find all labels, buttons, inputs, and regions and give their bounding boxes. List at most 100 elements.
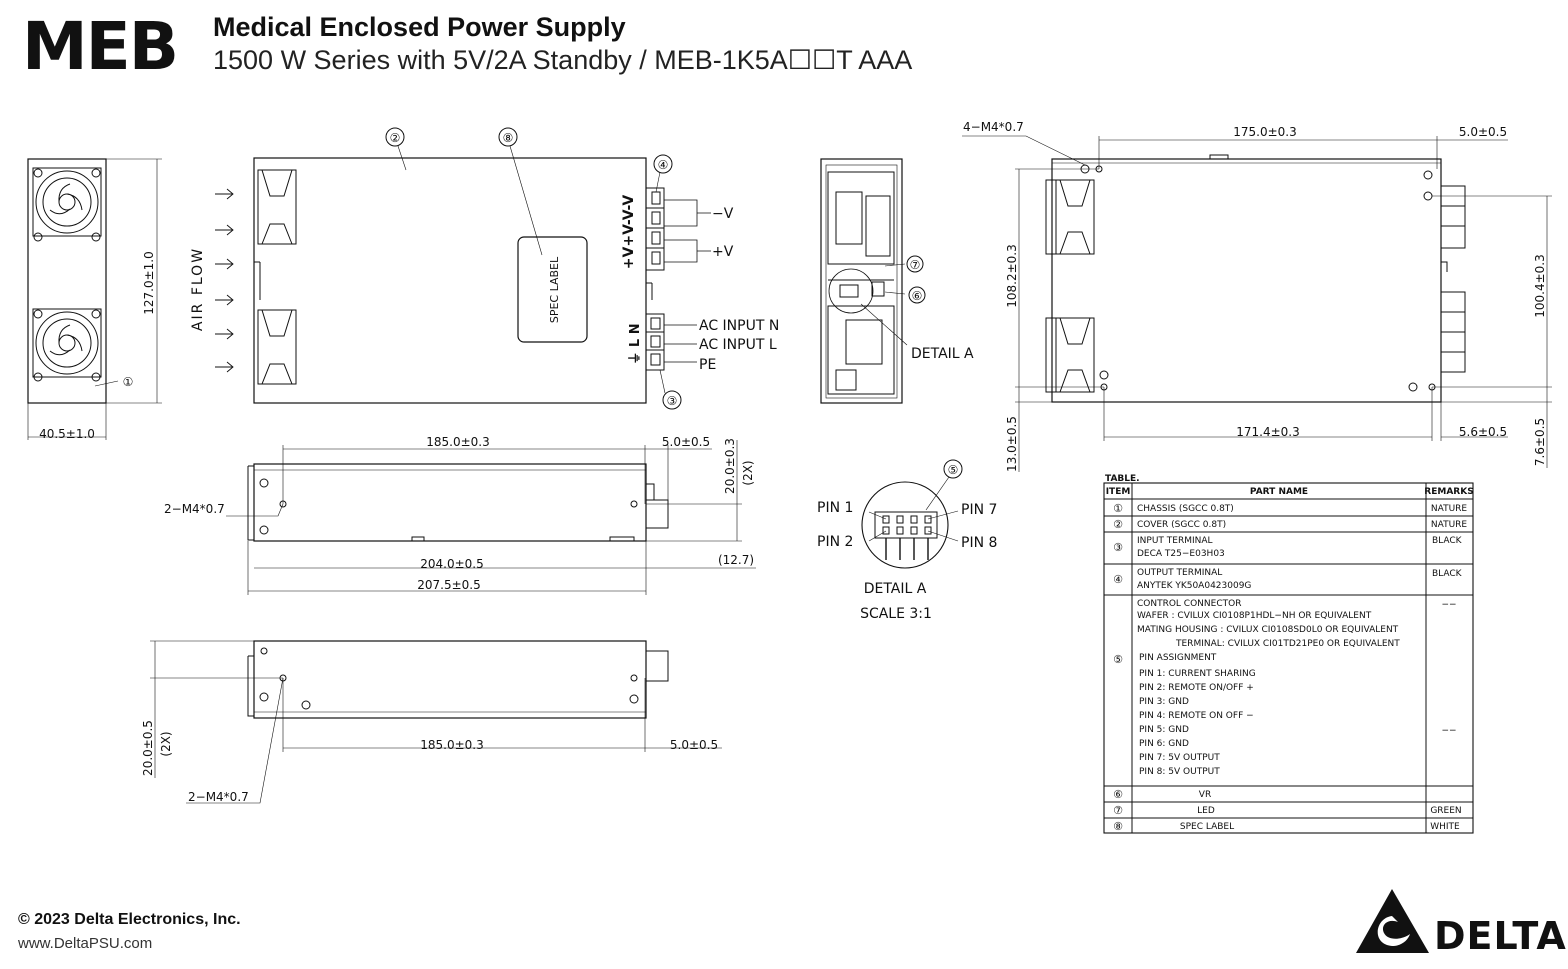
table-header-remarks: REMARKS — [1424, 487, 1473, 497]
detail-a-label: DETAIL A — [864, 581, 927, 597]
table-row-2-remark: NATURE — [1431, 520, 1468, 530]
side-view-upper — [226, 440, 756, 595]
table-row-4-part-line1: OUTPUT TERMINAL — [1137, 568, 1222, 578]
table-row-5-line-11: PIN 6: GND — [1139, 739, 1189, 749]
table-header-item: ITEM — [1106, 487, 1131, 497]
delta-logo-icon — [1356, 889, 1429, 953]
detail-a-scale: SCALE 3:1 — [860, 606, 932, 622]
table-row-4-item: ④ — [1113, 573, 1123, 586]
delta-logo-wordmark: DELTA — [1434, 914, 1567, 958]
bottom-100-dim: 100.4±0.3 — [1533, 254, 1547, 318]
callout-8: ⑧ — [503, 131, 514, 145]
table-row-7-part: LED — [1197, 806, 1215, 816]
pin8-label: PIN 8 — [961, 535, 997, 551]
bottom-5-dim: 5.0±0.5 — [1459, 125, 1507, 139]
front-view — [27, 158, 162, 440]
table-row-5-line-2: WAFER : CVILUX CI0108P1HDL−NH OR EQUIVAL… — [1137, 611, 1372, 621]
table-row-4-part-line2: ANYTEK YK50A0423009G — [1137, 581, 1251, 591]
ac-input-l-label: AC INPUT L — [699, 337, 777, 353]
table-row-5-line-13: PIN 8: 5V OUTPUT — [1139, 767, 1220, 777]
bottom-171-dim: 171.4±0.3 — [1236, 425, 1300, 439]
side1-20-dim: 20.0±0.3 — [723, 438, 737, 494]
table-row-5-line-4: TERMINAL: CVILUX CI01TD21PE0 OR EQUIVALE… — [1175, 639, 1400, 649]
front-height-dim: 127.0±1.0 — [142, 251, 156, 315]
ac-pin-labels: ⏚ L N — [628, 323, 643, 364]
table-row-5-line-12: PIN 7: 5V OUTPUT — [1139, 753, 1220, 763]
table-row-5-line-9: PIN 4: REMOTE ON OFF − — [1139, 711, 1254, 721]
callout-1: ① — [123, 375, 134, 389]
top-view — [215, 127, 711, 410]
table-row-3-part-line1: INPUT TERMINAL — [1137, 536, 1213, 546]
table-row-8-remark: WHITE — [1430, 822, 1460, 832]
table-row-8-item: ⑧ — [1113, 820, 1123, 833]
side2-5-dim: 5.0±0.5 — [670, 738, 718, 752]
table-row-5-line-10: PIN 5: GND — [1139, 725, 1189, 735]
side2-2x-dim: (2X) — [159, 731, 173, 756]
side2-20-dim: 20.0±0.5 — [141, 720, 155, 776]
bottom-56-dim: 5.6±0.5 — [1459, 425, 1507, 439]
side1-127-dim: (12.7) — [718, 553, 754, 567]
table-row-5-line-8: PIN 3: GND — [1139, 697, 1189, 707]
callout-2: ② — [390, 131, 401, 145]
bottom-view — [962, 135, 1552, 472]
document-subtitle: 1500 W Series with 5V/2A Standby / MEB-1… — [213, 45, 913, 75]
side1-185-dim: 185.0±0.3 — [426, 435, 490, 449]
document-title: Medical Enclosed Power Supply — [213, 12, 626, 42]
pe-label: PE — [699, 357, 716, 373]
table-row-6-part: VR — [1199, 790, 1211, 800]
table-row-3-item: ③ — [1113, 541, 1123, 554]
airflow-label: AIR FLOW — [190, 247, 206, 331]
table-row-5-remark-2: −− — [1441, 726, 1456, 736]
end-view — [820, 158, 926, 404]
side2-185-dim: 185.0±0.3 — [420, 738, 484, 752]
table-row-1-item: ① — [1113, 502, 1123, 515]
bottom-76-dim: 7.6±0.5 — [1533, 418, 1547, 466]
plus-v-label: +V — [712, 244, 734, 260]
pin1-label: PIN 1 — [817, 500, 853, 516]
table-header-part: PART NAME — [1250, 487, 1308, 497]
detail-a — [861, 459, 963, 569]
spec-label-text: SPEC LABEL — [548, 256, 561, 323]
table-row-7-remark: GREEN — [1430, 806, 1461, 816]
side1-207-dim: 207.5±0.5 — [417, 578, 481, 592]
parts-table — [1103, 482, 1474, 834]
website-link[interactable]: www.DeltaPSU.com — [18, 935, 153, 952]
bottom-108-dim: 108.2±0.3 — [1005, 244, 1019, 308]
ac-input-n-label: AC INPUT N — [699, 318, 779, 334]
table-row-5-remark: −− — [1441, 600, 1456, 610]
table-row-5-item: ⑤ — [1113, 653, 1123, 666]
side2-screw-label: 2−M4*0.7 — [188, 790, 249, 804]
side1-5-dim: 5.0±0.5 — [662, 435, 710, 449]
table-row-2-item: ② — [1113, 518, 1123, 531]
side1-screw-label: 2−M4*0.7 — [164, 502, 225, 516]
table-row-5-line-7: PIN 2: REMOTE ON/OFF + — [1139, 683, 1254, 693]
callout-3: ③ — [667, 394, 678, 408]
side-view-lower — [150, 640, 722, 804]
callout-4: ④ — [658, 158, 669, 172]
side1-204-dim: 204.0±0.5 — [420, 557, 484, 571]
table-row-4-remark: BLACK — [1432, 569, 1463, 579]
callout-7: ⑦ — [910, 258, 921, 272]
table-row-1-part: CHASSIS (SGCC 0.8T) — [1137, 504, 1234, 514]
bottom-screw-label: 4−M4*0.7 — [963, 120, 1024, 134]
brand-title: MEB — [22, 8, 179, 85]
table-row-7-item: ⑦ — [1113, 804, 1123, 817]
copyright-text: © 2023 Delta Electronics, Inc. — [18, 911, 241, 928]
table-row-1-remark: NATURE — [1431, 504, 1468, 514]
table-row-6-item: ⑥ — [1113, 788, 1123, 801]
table-row-5-line-3: MATING HOUSING : CVILUX CI0108SD0L0 OR E… — [1137, 625, 1399, 635]
pin2-label: PIN 2 — [817, 534, 853, 550]
front-width-dim: 40.5±1.0 — [39, 427, 95, 441]
table-row-8-part: SPEC LABEL — [1180, 822, 1234, 832]
output-pin-labels: +V+V-V-V — [621, 195, 637, 270]
side1-2x-dim: (2X) — [741, 460, 755, 485]
minus-v-label: −V — [712, 206, 734, 222]
callout-5: ⑤ — [948, 463, 959, 477]
callout-6: ⑥ — [912, 289, 923, 303]
table-row-5-line-1: CONTROL CONNECTOR — [1137, 599, 1241, 609]
table-row-5-line-5: PIN ASSIGNMENT — [1139, 653, 1217, 663]
table-row-3-remark: BLACK — [1432, 536, 1463, 546]
pin7-label: PIN 7 — [961, 502, 997, 518]
